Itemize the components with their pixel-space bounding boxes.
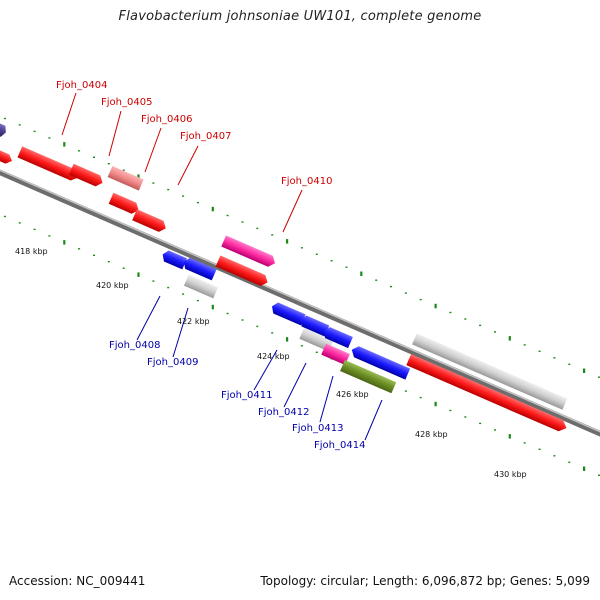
gene-fjoh-0410[interactable] <box>221 235 277 268</box>
genome-summary-text: Topology: circular; Length: 6,096,872 bp… <box>260 574 590 588</box>
gene-labels-lower: Fjoh_0408 Fjoh_0409 Fjoh_0411 Fjoh_0412 … <box>109 340 365 451</box>
gene-label-fjoh-0411[interactable]: Fjoh_0411 <box>221 390 272 401</box>
gene-labels-upper: Fjoh_0404 Fjoh_0405 Fjoh_0406 Fjoh_0407 … <box>56 80 332 187</box>
scale-label-426: 426 kbp <box>336 390 369 399</box>
gene-label-fjoh-0405[interactable]: Fjoh_0405 <box>101 97 152 108</box>
scale-labels: 418 kbp 420 kbp 422 kbp 424 kbp 426 kbp … <box>15 247 527 479</box>
label-leaders-lower <box>136 295 383 441</box>
scale-label-418: 418 kbp <box>15 247 48 256</box>
label-leaders-upper <box>61 92 303 233</box>
genome-backbone <box>0 169 600 437</box>
scale-label-430: 430 kbp <box>494 470 527 479</box>
gene-fjoh-0405[interactable] <box>17 146 80 183</box>
scale-label-428: 428 kbp <box>415 430 448 439</box>
map-title: Flavobacterium johnsoniae UW101, complet… <box>118 9 482 24</box>
gene-fjoh-0409-a[interactable] <box>181 256 217 281</box>
gene-label-fjoh-0407[interactable]: Fjoh_0407 <box>180 131 231 142</box>
gene-forward-large[interactable] <box>406 354 569 434</box>
gene-fjoh-0408[interactable] <box>160 249 188 270</box>
scale-label-424: 424 kbp <box>257 352 290 361</box>
gene-fjoh-0414[interactable] <box>340 359 397 394</box>
scale-label-420: 420 kbp <box>96 281 129 290</box>
gene-fjoh-0412[interactable] <box>299 327 334 352</box>
gene-fjoh-0411[interactable] <box>270 301 306 326</box>
scale-label-422: 422 kbp <box>177 317 210 326</box>
gene-fjoh-0406[interactable] <box>107 166 144 191</box>
gene-fjoh-0411-b[interactable] <box>298 314 330 337</box>
gene-label-fjoh-0404[interactable]: Fjoh_0404 <box>56 80 107 91</box>
gene-fjoh-0407-a[interactable] <box>108 192 141 216</box>
gene-fjoh-0407-b[interactable] <box>132 209 168 234</box>
gene-label-fjoh-0410[interactable]: Fjoh_0410 <box>281 176 332 187</box>
gene-label-fjoh-0412[interactable]: Fjoh_0412 <box>258 407 309 418</box>
gene-fjoh-0410-forward[interactable] <box>215 255 270 288</box>
gene-fjoh-0412-b[interactable] <box>321 325 353 349</box>
gene-fjoh-0404[interactable] <box>0 147 14 165</box>
gene-label-fjoh-0413[interactable]: Fjoh_0413 <box>292 423 343 434</box>
gene-label-fjoh-0409[interactable]: Fjoh_0409 <box>147 357 198 368</box>
tick-marks <box>3 117 600 476</box>
gene-label-fjoh-0414[interactable]: Fjoh_0414 <box>314 440 365 451</box>
gene-fjoh-0406-arrow[interactable] <box>68 163 105 189</box>
gene-fjoh-0409[interactable] <box>183 274 219 299</box>
gene-fjoh-0414-a[interactable] <box>349 344 411 380</box>
gene-fjoh-0413[interactable] <box>321 343 350 365</box>
feature-gray-large[interactable] <box>412 333 568 410</box>
gene-label-fjoh-0406[interactable]: Fjoh_0406 <box>141 114 192 125</box>
accession-text: Accession: NC_009441 <box>9 574 146 588</box>
gene-label-fjoh-0408[interactable]: Fjoh_0408 <box>109 340 160 351</box>
